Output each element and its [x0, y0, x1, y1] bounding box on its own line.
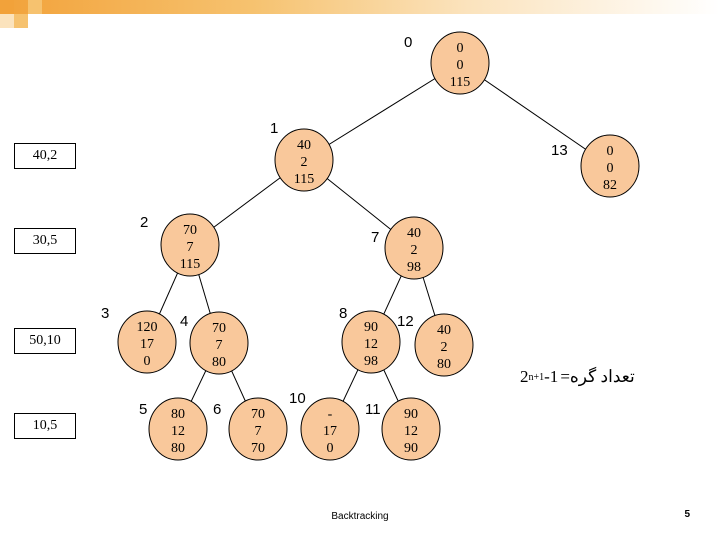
node-index-label: 5 — [139, 401, 147, 418]
node-circle — [341, 310, 401, 374]
tree-node: 0 0 115 0 — [404, 31, 490, 95]
node-value: 90 — [364, 320, 378, 335]
node-value: 0 — [607, 161, 614, 176]
formula-exponent: n+1 — [528, 371, 545, 383]
tree-node: 90 12 90 11 — [365, 397, 441, 461]
node-index-label: 4 — [180, 313, 188, 330]
node-index-label: 11 — [365, 401, 381, 418]
node-index-label: 10 — [289, 390, 306, 407]
formula-suffix: -1 — [544, 367, 559, 386]
node-circle — [384, 216, 444, 280]
item-box: 30,5 — [14, 228, 76, 254]
item-box: 10,5 — [14, 413, 76, 439]
tree-node: - 17 0 10 — [289, 390, 360, 461]
formula-base: 2 — [520, 367, 529, 386]
node-value: 70 — [251, 441, 265, 456]
node-value: 7 — [187, 240, 194, 255]
node-value: 80 — [212, 355, 226, 370]
node-value: 12 — [171, 424, 185, 439]
tree-node: 0 0 82 13 — [551, 134, 640, 198]
node-value: 40 — [437, 323, 451, 338]
node-value: 40 — [297, 138, 311, 153]
node-value: 80 — [171, 441, 185, 456]
node-value: 82 — [603, 178, 617, 193]
tree-edge — [459, 62, 611, 167]
node-index-label: 1 — [270, 120, 278, 137]
node-circle — [414, 313, 474, 377]
node-value: 2 — [441, 340, 448, 355]
node-value: 0 — [607, 144, 614, 159]
node-index-label: 12 — [397, 313, 414, 330]
tree-nodes: 0011504021151008213707115240298712017037… — [101, 31, 640, 461]
node-circle — [430, 31, 490, 95]
header-gradient-bar — [0, 0, 720, 14]
formula-label: تعداد گره= — [560, 367, 635, 386]
node-value: 70 — [183, 223, 197, 238]
node-value: 115 — [450, 75, 470, 90]
node-index-label: 3 — [101, 305, 109, 322]
node-value: 7 — [216, 338, 223, 353]
node-value: - — [328, 407, 333, 422]
node-value: 120 — [137, 320, 158, 335]
tree-node: 40 2 98 7 — [371, 216, 444, 280]
node-circle — [189, 311, 249, 375]
tree-node: 70 7 115 2 — [140, 213, 220, 277]
node-value: 2 — [411, 243, 418, 258]
node-circle — [160, 213, 220, 277]
footer-title: Backtracking — [331, 511, 389, 522]
node-value: 0 — [457, 41, 464, 56]
node-value: 80 — [437, 357, 451, 372]
node-index-label: 7 — [371, 229, 379, 246]
node-index-label: 0 — [404, 34, 412, 51]
node-index-label: 2 — [140, 214, 148, 231]
node-value: 90 — [404, 441, 418, 456]
node-value: 90 — [404, 407, 418, 422]
node-circle — [300, 397, 360, 461]
tree-node: 120 17 0 3 — [101, 305, 177, 374]
node-value: 2 — [301, 155, 308, 170]
node-value: 98 — [407, 260, 421, 275]
node-value: 115 — [294, 172, 314, 187]
tree-edge — [303, 62, 461, 161]
node-value: 0 — [457, 58, 464, 73]
tree-node: 40 2 80 12 — [397, 313, 474, 377]
node-index-label: 8 — [339, 305, 347, 322]
node-circle — [580, 134, 640, 198]
tree-node: 70 7 80 4 — [180, 311, 249, 375]
item-box: 50,10 — [14, 328, 76, 354]
node-value: 12 — [404, 424, 418, 439]
node-value: 40 — [407, 226, 421, 241]
page-number: 5 — [684, 509, 690, 520]
node-value: 0 — [144, 354, 151, 369]
node-index-label: 13 — [551, 142, 568, 159]
corner-square-3 — [0, 14, 14, 28]
corner-square-2 — [14, 14, 28, 28]
node-value: 0 — [327, 441, 334, 456]
tree-node: 90 12 98 8 — [339, 305, 401, 374]
corner-square-1 — [0, 0, 14, 14]
node-value: 80 — [171, 407, 185, 422]
node-value: 70 — [212, 321, 226, 336]
node-value: 17 — [323, 424, 337, 439]
node-circle — [148, 397, 208, 461]
node-circle — [117, 310, 177, 374]
node-circle — [381, 397, 441, 461]
node-circle — [274, 128, 334, 192]
tree-node: 70 7 70 6 — [213, 397, 288, 461]
corner-square-4 — [28, 0, 42, 14]
node-index-label: 6 — [213, 401, 221, 418]
node-value: 98 — [364, 354, 378, 369]
node-value: 12 — [364, 337, 378, 352]
tree-node: 80 12 80 5 — [139, 397, 208, 461]
node-value: 17 — [140, 337, 154, 352]
node-value: 115 — [180, 257, 200, 272]
item-box: 40,2 — [14, 143, 76, 169]
node-value: 7 — [255, 424, 262, 439]
node-value: 70 — [251, 407, 265, 422]
node-circle — [228, 397, 288, 461]
tree-node: 40 2 115 1 — [270, 120, 334, 192]
